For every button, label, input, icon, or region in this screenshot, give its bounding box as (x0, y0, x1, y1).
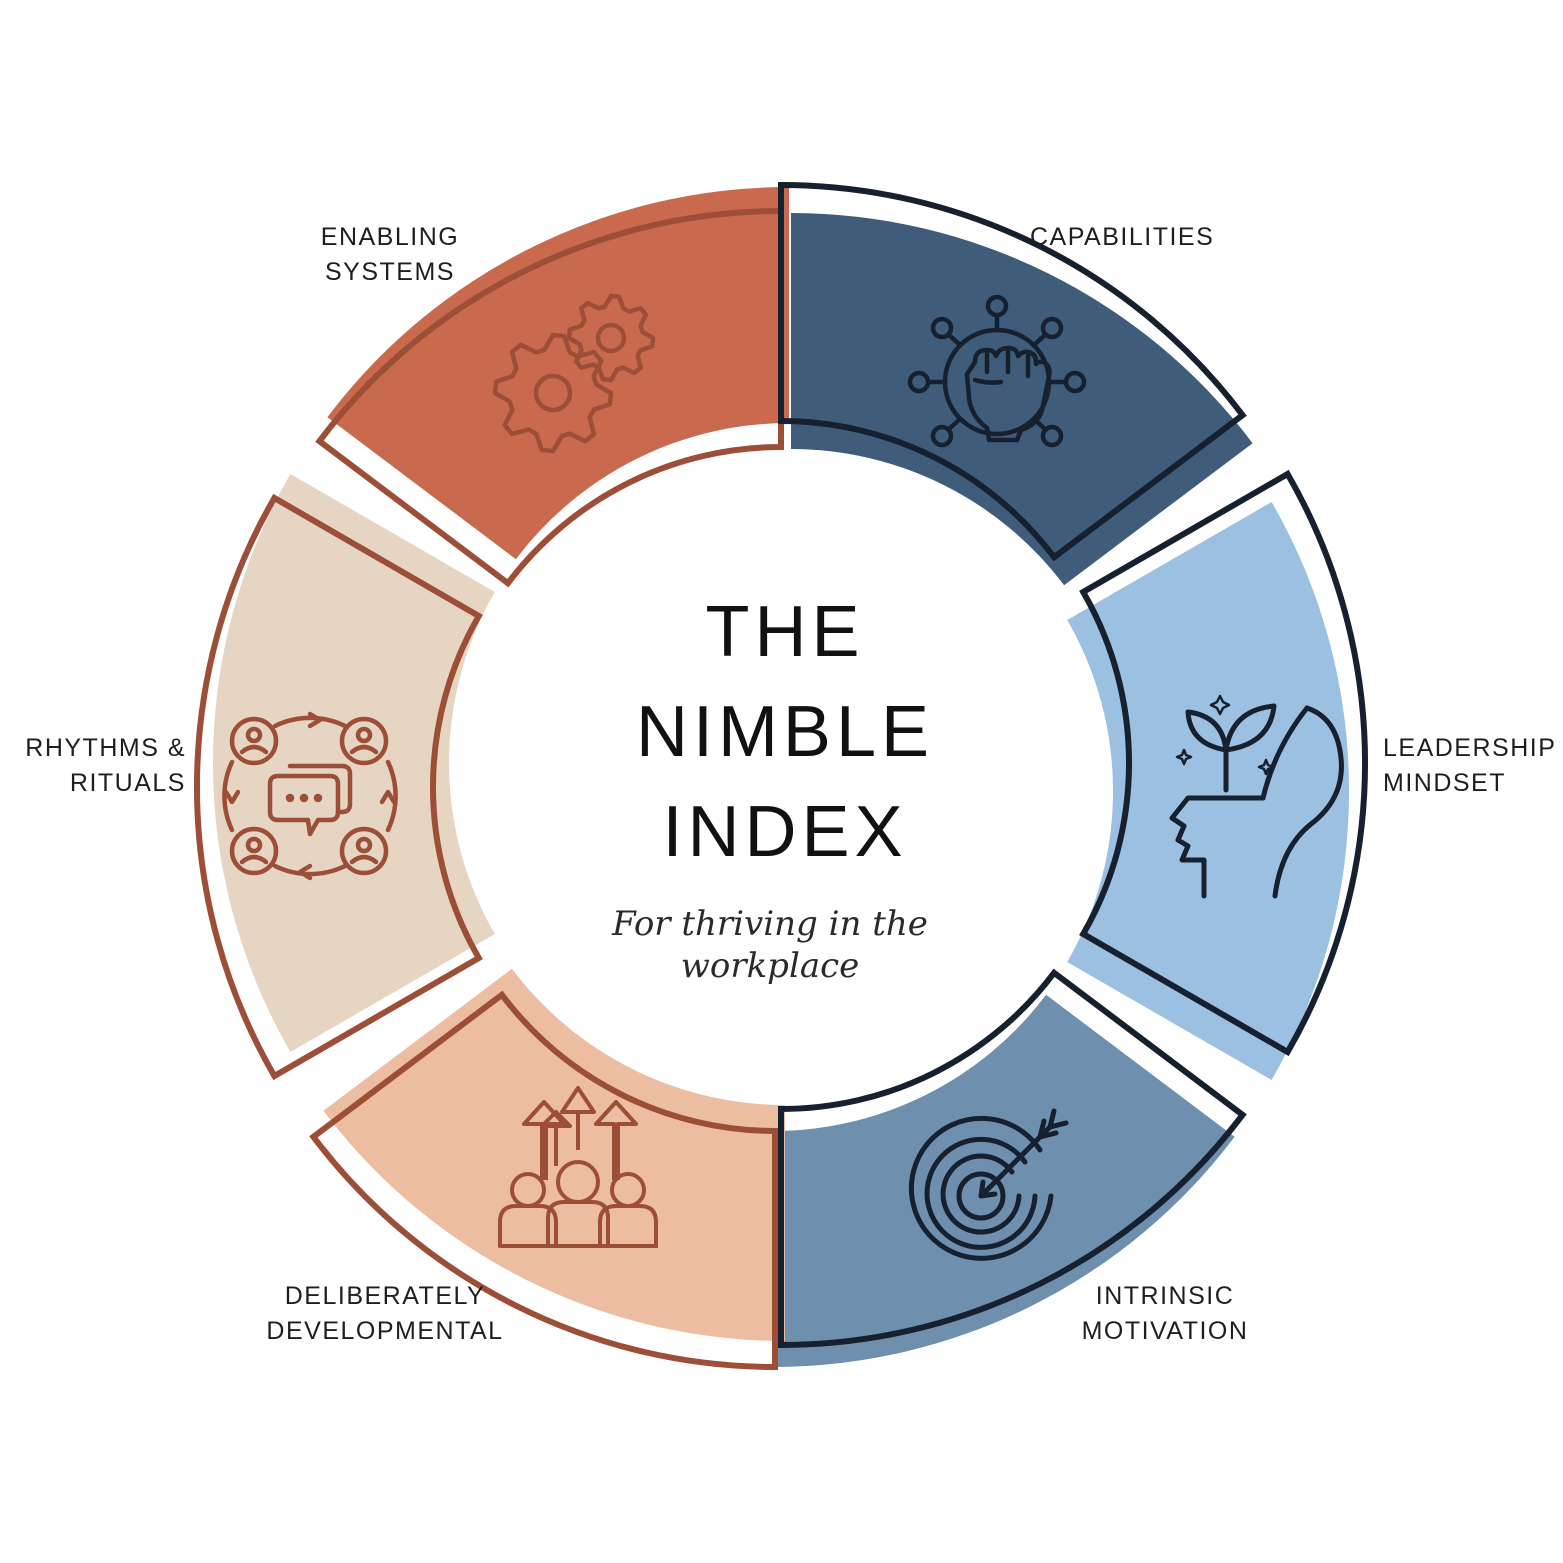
title-line-the: THE (705, 592, 865, 672)
team-chat-cycle-icon (222, 711, 398, 881)
label-capabilities: CAPABILITIES (1030, 223, 1215, 251)
segment-outline-rhythms-rituals (194, 493, 483, 1081)
fist-network-icon (907, 294, 1087, 448)
target-arrow-icon (908, 1108, 1069, 1261)
tagline-line-2: workplace (680, 946, 860, 986)
segment-fill-intrinsic-motivation (773, 994, 1235, 1367)
label-leadership-mindset: LEADERSHIP MINDSET (1383, 734, 1557, 797)
label-rhythms-rituals: RHYTHMS & RITUALS (25, 734, 186, 797)
segment-fill-leadership-mindset (1067, 502, 1350, 1080)
head-sprout-icon (1169, 694, 1344, 899)
team-growth-icon (498, 1086, 658, 1248)
segment-fill-capabilities (791, 213, 1253, 586)
segment-fill-enabling-systems (327, 187, 789, 560)
gears-icon (492, 293, 656, 454)
label-enabling-systems: ENABLING SYSTEMS (320, 223, 460, 286)
gear-hole-icon (595, 322, 627, 354)
gear-icon (492, 332, 614, 454)
segment-outline-intrinsic-motivation (778, 968, 1247, 1349)
segment-outline-enabling-systems (315, 207, 784, 588)
title-line-nimble: NIMBLE (635, 692, 935, 772)
gear-hole-icon (533, 373, 573, 413)
segment-outline-capabilities (778, 181, 1247, 562)
label-deliberately-developmental: DELIBERATELY DEVELOPMENTAL (266, 1282, 504, 1345)
tagline-line-1: For thriving in the (612, 904, 928, 944)
title-line-index: INDEX (662, 792, 908, 872)
label-intrinsic-motivation: INTRINSIC MOTIVATION (1081, 1282, 1249, 1345)
segment-outline-deliberately-developmental (309, 990, 778, 1371)
segment-outline-leadership-mindset (1079, 469, 1368, 1057)
gear-icon (566, 293, 656, 383)
